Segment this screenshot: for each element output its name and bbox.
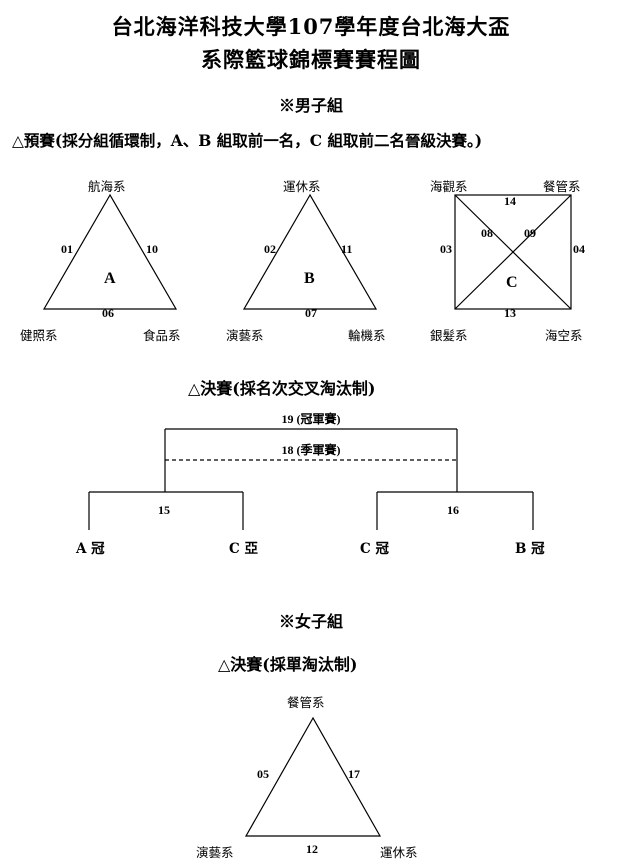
men-prelim-heading: △預賽(採分組循環制，A、B 組取前一名，C 組取前二名晉級決賽。): [12, 131, 483, 150]
bracket-semi-left-game: 15: [158, 503, 170, 517]
group-a-bottom-game: 06: [102, 306, 114, 320]
women-top-team: 餐管系: [287, 695, 325, 710]
group-a-triangle: [42, 193, 178, 310]
group-b-bottom-right-team: 輪機系: [348, 328, 386, 343]
group-c-right-game: 04: [573, 242, 585, 256]
group-b-name: B: [304, 270, 315, 287]
women-bottom-game: 12: [306, 842, 318, 856]
group-c-left-game: 03: [440, 242, 452, 256]
group-c-bottom-game: 13: [504, 306, 516, 320]
bracket-team-3: C 冠: [360, 541, 389, 557]
group-c-diagonal-1-game: 08: [481, 226, 493, 240]
group-c-top-game: 14: [504, 194, 516, 208]
group-b-right-game: 11: [341, 242, 353, 256]
bracket-team-4: B 冠: [515, 541, 545, 557]
group-b-left-game: 02: [264, 242, 276, 256]
women-left-game: 05: [257, 767, 269, 781]
group-c-diagonal-2-game: 09: [524, 226, 536, 240]
title-line-1: 台北海洋科技大學107學年度台北海大盃: [111, 14, 511, 39]
group-a-name: A: [104, 270, 116, 287]
women-triangle: [244, 716, 382, 837]
bracket-championship-label: 19 (冠軍賽): [281, 412, 341, 426]
bracket-team-1: A 冠: [76, 541, 105, 557]
bracket-semi-right-game: 16: [447, 503, 459, 517]
group-a-bottom-left-team: 健照系: [20, 328, 58, 343]
group-b-triangle: [242, 193, 378, 310]
group-c-name: C: [506, 274, 518, 291]
women-bottom-right-team: 運休系: [380, 845, 418, 860]
bracket-team-2: C 亞: [229, 541, 258, 557]
group-c-bottom-right-team: 海空系: [545, 328, 583, 343]
women-heading: ※女子組: [278, 612, 343, 631]
group-b-bottom-left-team: 演藝系: [226, 328, 264, 343]
group-c-top-left-team: 海觀系: [430, 179, 468, 194]
group-c-bottom-left-team: 銀髮系: [430, 328, 468, 343]
women-bottom-left-team: 演藝系: [196, 845, 234, 860]
group-a-bottom-right-team: 食品系: [143, 328, 181, 343]
group-c-top-right-team: 餐管系: [543, 179, 581, 194]
women-right-game: 17: [348, 767, 360, 781]
group-b-top-team: 運休系: [283, 179, 321, 194]
group-a-left-game: 01: [61, 242, 73, 256]
title-line-2: 系際籃球錦標賽賽程圖: [201, 47, 421, 72]
group-a-right-game: 10: [146, 242, 158, 256]
men-heading: ※男子組: [278, 96, 343, 115]
men-final-heading: △決賽(採名次交叉淘汰制): [188, 379, 376, 398]
group-c-square: [454, 194, 572, 310]
group-c-diagonal-2: [454, 194, 572, 310]
bracket-third-place-label: 18 (季軍賽): [281, 443, 341, 457]
women-final-heading: △決賽(採單淘汰制): [218, 655, 358, 674]
group-b-bottom-game: 07: [305, 306, 317, 320]
group-a-top-team: 航海系: [88, 179, 126, 194]
